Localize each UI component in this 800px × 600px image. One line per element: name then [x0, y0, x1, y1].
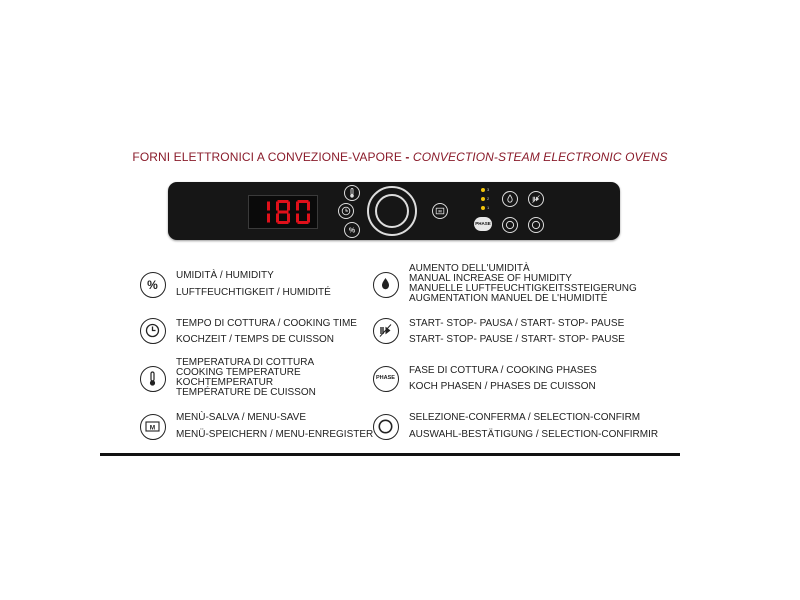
display-segment-2-e — [296, 213, 299, 223]
legend-menu-save-line-2: MENÜ-SPEICHERN / MENU-ENREGISTER — [176, 429, 374, 440]
manual-humidity-button[interactable] — [502, 191, 518, 207]
title-separator: - — [405, 150, 410, 164]
legend-cooking-time-line-2: KOCHZEIT / TEMPS DE CUISSON — [176, 334, 334, 345]
seven-segment-readout — [267, 200, 310, 224]
display-segment-0-b — [267, 201, 270, 211]
display-segment-2-d — [297, 221, 309, 224]
bottom-divider — [100, 453, 680, 456]
display-segment-2-c — [307, 213, 310, 223]
menu-save-icon: M — [145, 421, 160, 432]
svg-text:M: M — [150, 425, 155, 432]
legend-menu-save-line-1: MENÙ-SALVA / MENU-SAVE — [176, 412, 307, 423]
legend-clock-icon — [140, 318, 166, 344]
manual-humidity-icon — [507, 194, 513, 203]
phase-led-3 — [481, 188, 485, 192]
ring-icon — [378, 419, 393, 434]
thermometer-icon — [350, 188, 354, 198]
page-title: FORNI ELETTRONICI A CONVEZIONE-VAPORE - … — [0, 150, 800, 164]
humidity-icon: % — [349, 228, 356, 235]
legend-temperature-line-3: KOCHTEMPERATUR — [176, 377, 274, 388]
display-segment-0-c — [267, 213, 270, 223]
ring-icon — [531, 220, 541, 230]
legend-temperature-line-1: TEMPERATURA DI COTTURA — [176, 357, 315, 368]
legend-cooking-time-line-1: TEMPO DI COTTURA / COOKING TIME — [176, 318, 357, 329]
menu-save-icon: M — [435, 207, 445, 215]
legend-manual-humidity-line-2: MANUAL INCREASE OF HUMIDITY — [409, 273, 572, 284]
thermometer-icon — [149, 371, 156, 386]
legend-selection-icon — [373, 414, 399, 440]
legend-menu-save-icon: M — [140, 414, 166, 440]
legend-manual-humidity-icon — [373, 272, 399, 298]
ring-button-left[interactable] — [502, 217, 518, 233]
temperature-display — [248, 195, 318, 229]
start-stop-icon — [532, 195, 540, 203]
legend-phase-icon: PHASE — [373, 366, 399, 392]
legend-cooking-phases-line-1: FASE DI COTTURA / COOKING PHASES — [409, 365, 597, 376]
legend-selection-line-2: AUSWAHL-BESTÄTIGUNG / SELECTION-CONFIRMI… — [409, 429, 659, 440]
manual-humidity-icon — [382, 278, 389, 290]
title-italian: FORNI ELETTRONICI A CONVEZIONE-VAPORE — [132, 150, 402, 164]
display-segment-1-c — [287, 213, 290, 223]
legend-humidity-line-2: LUFTFEUCHTIGKEIT / HUMIDITÉ — [176, 287, 331, 298]
legend-thermometer-icon — [140, 366, 166, 392]
legend-start-stop-line-2: START- STOP- PAUSE / START- STOP- PAUSE — [409, 334, 625, 345]
phase-led-1-label: 1 — [487, 205, 490, 210]
phase-led-1 — [481, 206, 485, 210]
display-segment-2-b — [307, 201, 310, 211]
legend-start-stop-line-1: START- STOP- PAUSA / START- STOP- PAUSE — [409, 318, 625, 329]
legend-humidity-line-1: UMIDITÀ / HUMIDITY — [176, 270, 274, 281]
phase-led-3-label: 3 — [487, 187, 490, 192]
legend-temperature-line-4: TEMPÉRATURE DE CUISSON — [176, 387, 316, 398]
legend-manual-humidity-line-3: MANUELLE LUFTFEUCHTIGKEITSSTEIGERUNG — [409, 283, 637, 294]
clock-icon — [341, 206, 351, 216]
legend-manual-humidity-line-4: AUGMENTATION MANUEL DE L'HUMIDITÉ — [409, 293, 608, 304]
display-segment-1-a — [277, 200, 289, 203]
phase-led-2 — [481, 197, 485, 201]
display-segment-1-e — [276, 213, 279, 223]
legend-manual-humidity-line-1: AUMENTO DELL'UMIDITÀ — [409, 263, 530, 274]
humidity-icon: % — [147, 278, 158, 292]
svg-text:%: % — [147, 278, 158, 292]
phase-icon-label: PHASE — [376, 375, 395, 381]
display-segment-1-g — [277, 210, 289, 214]
oven-control-panel: % M 3 2 1 PHASE — [168, 182, 620, 240]
display-segment-2-f — [296, 201, 299, 211]
start-stop-button[interactable] — [528, 191, 544, 207]
svg-text:%: % — [349, 228, 356, 235]
phase-led-2-label: 2 — [487, 196, 490, 201]
display-segment-2-a — [297, 200, 309, 203]
phase-button[interactable]: PHASE — [474, 217, 492, 231]
humidity-button[interactable]: % — [344, 222, 360, 238]
start-stop-icon — [379, 324, 392, 337]
legend-cooking-phases-line-2: KOCH PHASEN / PHASES DE CUISSON — [409, 381, 596, 392]
title-english: CONVECTION-STEAM ELECTRONIC OVENS — [412, 150, 668, 164]
ring-button-right[interactable] — [528, 217, 544, 233]
thermometer-button[interactable] — [344, 185, 360, 201]
display-segment-1-d — [277, 221, 289, 224]
legend-selection-line-1: SELEZIONE-CONFERMA / SELECTION-CONFIRM — [409, 412, 641, 423]
clock-button[interactable] — [338, 203, 354, 219]
legend-temperature-line-2: COOKING TEMPERATURE — [176, 367, 301, 378]
display-segment-1-b — [287, 201, 290, 211]
legend-start-stop-icon — [373, 318, 399, 344]
selection-confirm-knob[interactable] — [367, 186, 417, 236]
svg-text:M: M — [438, 209, 442, 214]
ring-icon — [505, 220, 515, 230]
legend-humidity-icon: % — [140, 272, 166, 298]
knob-inner-ring — [375, 194, 409, 228]
menu-save-button[interactable]: M — [432, 203, 448, 219]
clock-icon — [145, 323, 160, 338]
display-segment-1-f — [276, 201, 279, 211]
